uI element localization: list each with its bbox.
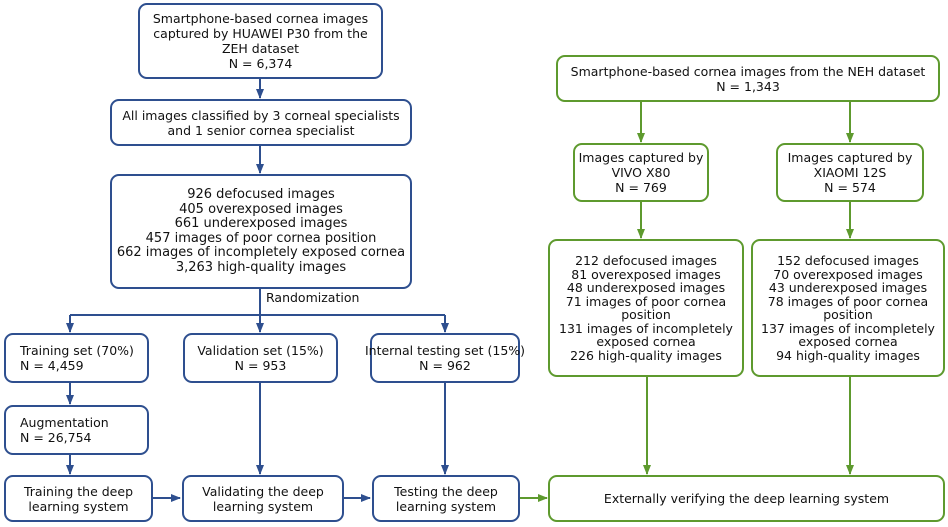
vivo-line: Images captured by xyxy=(578,150,704,165)
category-item: 926 defocused images xyxy=(187,187,335,202)
category-item: 457 images of poor cornea position xyxy=(145,230,377,246)
training-system-line: Training the deep xyxy=(23,483,134,499)
zeh-source-count: N = 6,374 xyxy=(228,56,293,71)
vivo-category-item: 81 overexposed images xyxy=(571,266,721,282)
vivo-category-item: 226 high-quality images xyxy=(570,347,722,363)
zeh-source-line: captured by HUAWEI P30 from the xyxy=(153,26,368,41)
vivo-count: N = 769 xyxy=(615,180,667,195)
augmentation-count: N = 26,754 xyxy=(20,430,92,445)
xiaomi-category-item: 78 images of poor cornea xyxy=(767,293,929,309)
zeh-source-box: Smartphone-based cornea images captured … xyxy=(138,3,383,79)
training-system-line: learning system xyxy=(28,498,129,514)
neh-source-line: Smartphone-based cornea images from the … xyxy=(570,63,926,79)
zeh-source-line: ZEH dataset xyxy=(221,41,300,56)
zeh-source-line: Smartphone-based cornea images xyxy=(152,11,369,26)
validation-set-box: Validation set (15%) N = 953 xyxy=(183,333,338,383)
classified-line: and 1 senior cornea specialist xyxy=(167,122,355,138)
xiaomi-box: Images captured by XIAOMI 12S N = 574 xyxy=(776,143,924,202)
internal-testing-set-count: N = 962 xyxy=(419,358,471,373)
vivo-category-item: 212 defocused images xyxy=(575,253,717,268)
internal-testing-set-label: Internal testing set (15%) xyxy=(364,343,526,358)
vivo-category-item: 48 underexposed images xyxy=(566,280,726,295)
training-set-label: Training set (70%) xyxy=(20,343,134,358)
validating-system-box: Validating the deep learning system xyxy=(182,475,344,522)
xiaomi-category-item: 70 overexposed images xyxy=(773,266,923,282)
category-item: 405 overexposed images xyxy=(179,201,343,217)
testing-system-box: Testing the deep learning system xyxy=(372,475,520,522)
category-item: 662 images of incompletely exposed corne… xyxy=(116,245,406,260)
training-set-box: Training set (70%) N = 4,459 xyxy=(4,333,149,383)
xiaomi-category-item: 94 high-quality images xyxy=(776,347,920,363)
augmentation-box: Augmentation N = 26,754 xyxy=(4,405,149,455)
external-verification-label: Externally verifying the deep learning s… xyxy=(603,491,890,506)
xiaomi-device: XIAOMI 12S xyxy=(813,165,887,180)
augmentation-label: Augmentation xyxy=(20,415,109,430)
vivo-category-item: 131 images of incompletely xyxy=(559,320,733,336)
internal-testing-set-box: Internal testing set (15%) N = 962 xyxy=(365,333,525,383)
xiaomi-category-item: 137 images of incompletely xyxy=(761,320,935,336)
validating-system-line: learning system xyxy=(212,498,314,514)
xiaomi-category-item: position xyxy=(823,307,873,322)
randomization-label: Randomization xyxy=(266,290,360,305)
vivo-category-item: position xyxy=(621,307,671,322)
xiaomi-categories-box: 152 defocused images 70 overexposed imag… xyxy=(751,239,945,377)
xiaomi-category-item: exposed cornea xyxy=(798,334,898,349)
external-verification-box: Externally verifying the deep learning s… xyxy=(548,475,945,522)
xiaomi-category-item: 43 underexposed images xyxy=(768,280,928,295)
category-item: 661 underexposed images xyxy=(174,216,348,231)
testing-system-line: Testing the deep xyxy=(394,483,498,499)
xiaomi-count: N = 574 xyxy=(824,180,876,195)
classified-line: All images classified by 3 corneal speci… xyxy=(122,107,400,123)
validation-set-count: N = 953 xyxy=(234,358,287,373)
zeh-categories-box: 926 defocused images 405 overexposed ima… xyxy=(110,174,412,289)
vivo-device: VIVO X80 xyxy=(611,165,671,180)
xiaomi-line: Images captured by xyxy=(787,150,913,165)
validating-system-line: Validating the deep xyxy=(202,483,324,499)
vivo-category-item: 71 images of poor cornea xyxy=(565,293,727,309)
xiaomi-category-item: 152 defocused images xyxy=(777,253,919,268)
training-system-box: Training the deep learning system xyxy=(4,475,153,522)
neh-source-count: N = 1,343 xyxy=(716,78,780,94)
vivo-box: Images captured by VIVO X80 N = 769 xyxy=(573,143,709,202)
neh-source-box: Smartphone-based cornea images from the … xyxy=(556,55,940,102)
training-set-count: N = 4,459 xyxy=(20,358,84,373)
vivo-categories-box: 212 defocused images 81 overexposed imag… xyxy=(548,239,744,377)
classified-box: All images classified by 3 corneal speci… xyxy=(110,99,412,146)
vivo-category-item: exposed cornea xyxy=(596,334,696,349)
validation-set-label: Validation set (15%) xyxy=(197,343,324,358)
testing-system-line: learning system xyxy=(395,498,497,514)
category-item: 3,263 high-quality images xyxy=(175,259,347,275)
